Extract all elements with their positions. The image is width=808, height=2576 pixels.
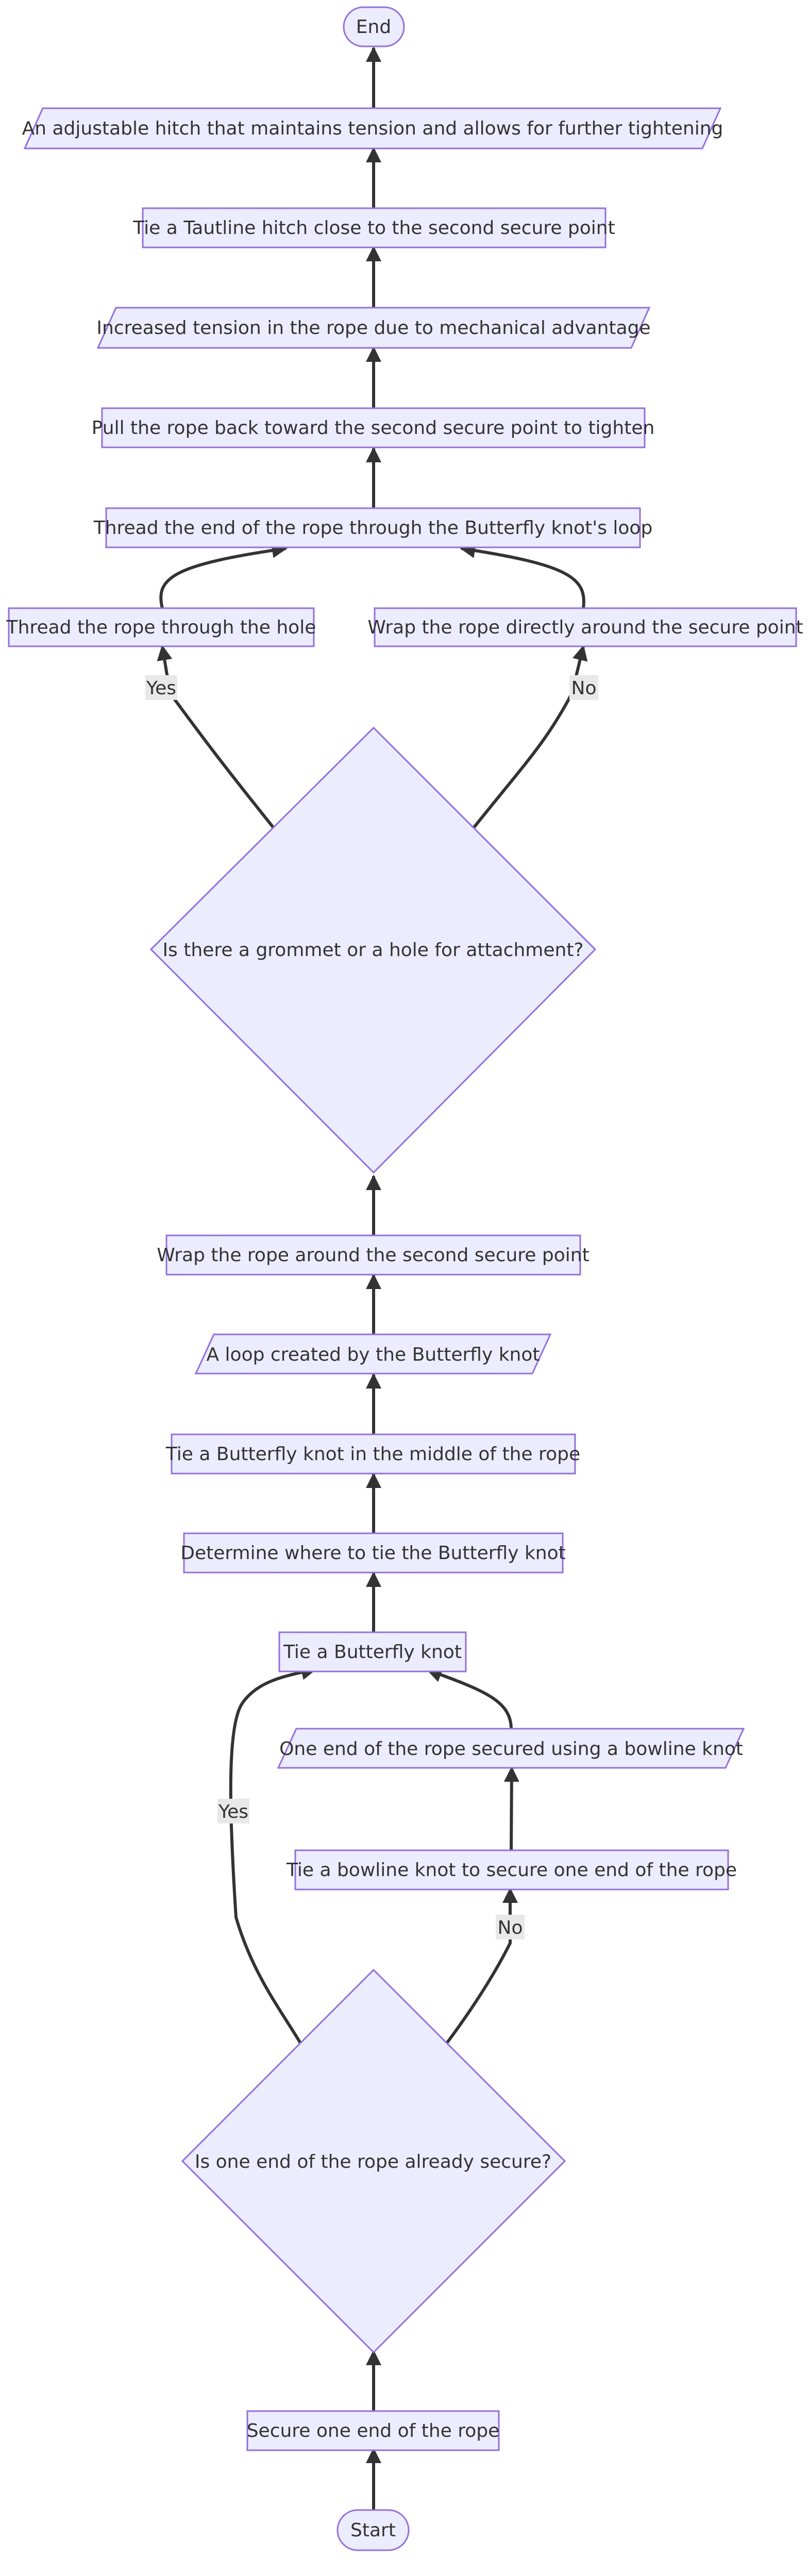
node-tie-bowline-label: Tie a bowline knot to secure one end of … <box>286 1860 737 1881</box>
node-hitch-result[interactable]: An adjustable hitch that maintains tensi… <box>22 107 723 149</box>
node-wrap-second-label: Wrap the rope around the second secure p… <box>157 1245 589 1266</box>
node-hitch-result-label: An adjustable hitch that maintains tensi… <box>22 118 723 139</box>
node-tautline[interactable]: Tie a Tautline hitch close to the second… <box>132 207 615 248</box>
edge-label-text: No <box>571 678 597 699</box>
node-bowline-result-label: One end of the rope secured using a bowl… <box>279 1738 743 1760</box>
node-thread-hole[interactable]: Thread the rope through the hole <box>6 607 316 647</box>
nodes: End An adjustable hitch that maintains t… <box>6 6 803 2551</box>
node-end-label: End <box>356 16 391 38</box>
edge-label-grommet-no: No <box>569 675 598 700</box>
edge-bowline-to-result <box>503 1766 519 1853</box>
edge-label-secure-no: No <box>496 1915 525 1939</box>
edge-label-text: Yes <box>218 1801 248 1822</box>
node-grommet-question[interactable]: Is there a grommet or a hole for attachm… <box>149 726 597 1174</box>
node-secure-question[interactable]: Is one end of the rope already secure? <box>181 1968 566 2354</box>
node-thread-hole-label: Thread the rope through the hole <box>6 617 316 638</box>
node-determine-label: Determine where to tie the Butterfly kno… <box>180 1543 566 1564</box>
node-tie-bowline[interactable]: Tie a bowline knot to secure one end of … <box>286 1849 737 1891</box>
node-tie-butterfly-middle-label: Tie a Butterfly knot in the middle of th… <box>165 1444 580 1465</box>
node-secure-end[interactable]: Secure one end of the rope <box>246 2410 500 2451</box>
node-end[interactable]: End <box>343 6 405 47</box>
edge-result-to-butterfly <box>426 1667 513 1730</box>
node-wrap-direct[interactable]: Wrap the rope directly around the secure… <box>367 607 803 647</box>
node-start[interactable]: Start <box>336 2509 410 2551</box>
edge-grommet-question-no <box>473 645 588 828</box>
node-bowline-result[interactable]: One end of the rope secured using a bowl… <box>277 1728 745 1769</box>
node-pull-back-label: Pull the rope back toward the second sec… <box>92 417 655 439</box>
node-thread-loop-label: Thread the end of the rope through the B… <box>93 517 653 539</box>
node-determine[interactable]: Determine where to tie the Butterfly kno… <box>180 1532 566 1574</box>
node-secure-end-label: Secure one end of the rope <box>247 2420 500 2441</box>
edges <box>157 46 588 2531</box>
node-tautline-label: Tie a Tautline hitch close to the second… <box>132 218 615 239</box>
node-tension-label: Increased tension in the rope due to mec… <box>96 317 650 339</box>
edge-label-secure-yes: Yes <box>217 1799 249 1824</box>
node-pull-back[interactable]: Pull the rope back toward the second sec… <box>92 407 655 448</box>
node-loop-created-label: A loop created by the Butterfly knot <box>206 1344 540 1365</box>
node-wrap-direct-label: Wrap the rope directly around the secure… <box>367 617 803 638</box>
edge-grommet-question-yes <box>157 645 275 828</box>
node-wrap-second[interactable]: Wrap the rope around the second secure p… <box>157 1234 590 1276</box>
edge-thread-hole-to-loop <box>159 543 288 609</box>
edge-label-grommet-yes: Yes <box>145 675 177 700</box>
edge-wrap-direct-to-loop <box>460 543 585 609</box>
node-grommet-question-label: Is there a grommet or a hole for attachm… <box>162 940 583 961</box>
node-tie-butterfly-middle[interactable]: Tie a Butterfly knot in the middle of th… <box>165 1433 580 1475</box>
node-tension[interactable]: Increased tension in the rope due to mec… <box>96 307 651 349</box>
edge-label-text: Yes <box>146 678 176 699</box>
edge-label-text: No <box>498 1917 523 1938</box>
edge-labels: Yes No Yes No <box>145 675 598 1939</box>
edge-secure-question-no <box>445 1887 518 2044</box>
node-thread-loop[interactable]: Thread the end of the rope through the B… <box>93 507 653 548</box>
node-tie-butterfly[interactable]: Tie a Butterfly knot <box>278 1631 467 1672</box>
node-loop-created[interactable]: A loop created by the Butterfly knot <box>194 1333 552 1375</box>
node-tie-butterfly-label: Tie a Butterfly knot <box>283 1642 462 1663</box>
node-start-label: Start <box>350 2520 396 2541</box>
node-secure-question-label: Is one end of the rope already secure? <box>195 2151 551 2172</box>
